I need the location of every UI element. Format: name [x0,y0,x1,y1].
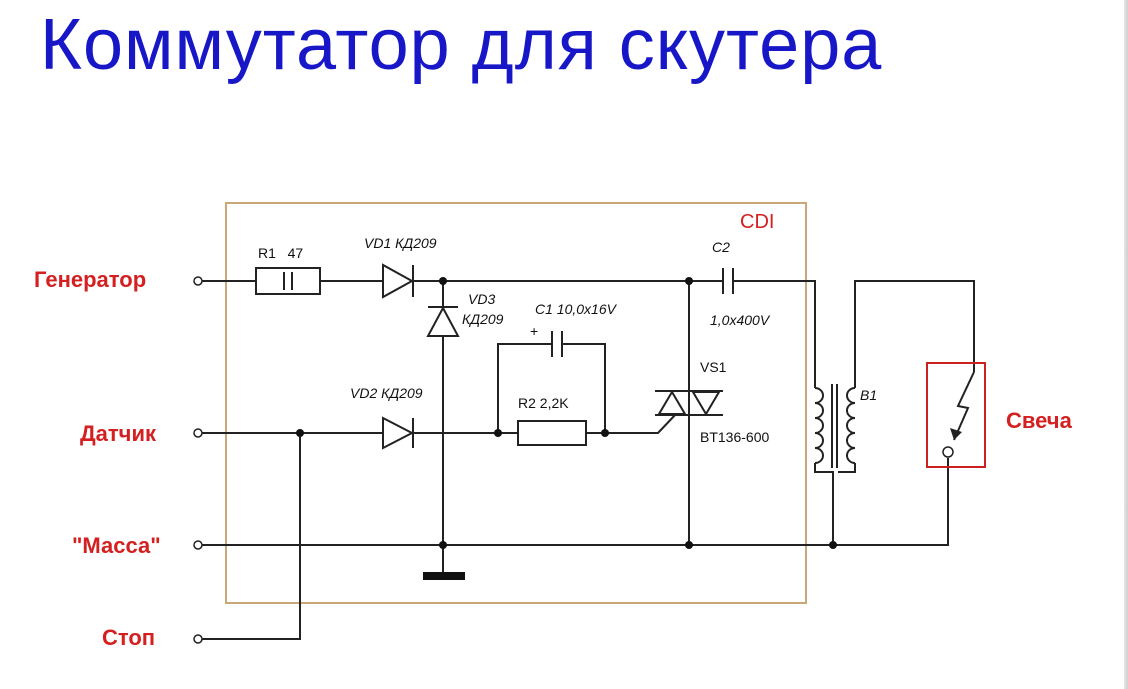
scrollbar-edge [1124,0,1128,689]
ground-bar [423,572,465,580]
resistor-r2 [517,420,587,446]
label-vd3-type: КД209 [462,311,504,327]
label-vs1-type: BT136-600 [700,429,769,445]
wire-c1-loop [497,343,552,433]
label-vd2: VD2 КД209 [350,385,423,401]
coil-b1-primary-lead [814,463,834,545]
label-vd1: VD1 КД209 [364,235,437,251]
junction-dot [439,541,447,549]
terminal-sensor [193,428,203,438]
diode-vd2 [382,416,415,450]
diode-vd3 [426,305,460,337]
label-vd3-name: VD3 [468,291,495,307]
spark-plug-box [926,362,986,468]
terminal-label-ground: "Масса" [72,533,161,558]
label-c1-polarity: + [530,323,538,339]
triac-vs1-up [657,390,687,415]
wire-r2-gate [586,413,677,434]
junction-dot [829,541,837,549]
junction-dot [685,541,693,549]
label-b1: B1 [860,387,877,403]
label-r2: R2 2,2K [518,395,569,411]
label-c1: C1 10,0х16V [535,301,618,317]
coil-b1-secondary-lead [838,463,856,473]
label-c2-value: 1,0х400V [710,312,771,328]
diode-vd1 [382,263,415,299]
terminal-label-sensor: Датчик [80,421,157,446]
junction-dot [296,429,304,437]
wire-c2-coil [733,280,816,388]
terminal-label-generator: Генератор [34,267,146,292]
junction-dot [494,429,502,437]
cdi-label: CDI [740,211,774,233]
spark-plug-electrode [953,371,975,441]
junction-dot [601,429,609,437]
terminal-generator [193,276,203,286]
label-spark-plug: Свеча [1006,408,1073,433]
label-vs1-name: VS1 [700,359,727,375]
wire-coil-plug [854,280,975,388]
terminal-label-stop: Стоп [102,625,155,650]
wire-stop [202,433,301,640]
terminal-stop [193,634,203,644]
resistor-r1 [255,267,321,295]
label-c2-name: C2 [712,239,730,255]
spark-plug-terminal [942,446,954,458]
page-title: Коммутатор для скутера [40,5,883,85]
wire-c1-loop [562,343,606,433]
coil-b1-primary [814,387,824,464]
wire-ground-rail [202,458,949,546]
junction-dot [685,277,693,285]
junction-dot [439,277,447,285]
cdi-enclosure [225,202,807,604]
spark-plug-arrow [950,428,962,440]
triac-vs1-down [691,391,721,416]
label-r1: R1 47 [258,245,303,261]
terminal-ground [193,540,203,550]
coil-b1-secondary [846,387,856,464]
